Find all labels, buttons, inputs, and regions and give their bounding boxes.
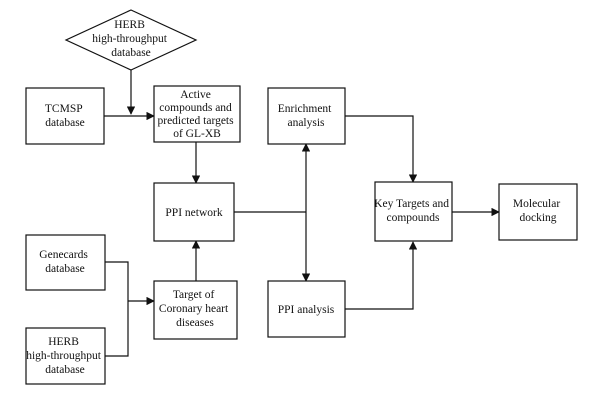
target-line-3: diseases [176,317,214,329]
target-line-2: Coronary heart [159,303,229,315]
svg-text:Active compounds and: Active compounds and predicted targets o… [158,89,237,140]
ppi-network-node: PPI network [153,182,235,242]
active-line-3: predicted targets [158,115,235,127]
enrichment-box [267,87,346,145]
ppi-network-label: PPI network [165,207,222,219]
key-targets-line-1: Key Targets and [374,198,449,210]
ppi-analysis-label: PPI analysis [278,304,335,316]
key-targets-box [374,181,453,242]
svg-text:HERB high-throughput: HERB high-throughput database [26,336,104,376]
herb-bottom-box [25,327,106,385]
line-herb-bottom-to-target [105,301,129,357]
herb-top-line-1: HERB [114,19,145,31]
arrow-enrichment-to-key-targets [345,115,418,183]
svg-text:Genecards database: Genecards database [39,249,90,275]
svg-text:PPI analysis: PPI analysis [278,304,335,316]
enrichment-line-1: Enrichment [278,103,332,115]
genecards-line-2: database [45,263,85,275]
svg-text:HERB high-throughput: HERB high-throughput database [92,19,170,59]
target-chd-node: Target of Coronary heart diseases [153,280,238,340]
docking-line-1: Molecular [513,198,560,210]
enrichment-node: Enrichment analysis [267,87,346,145]
active-line-4: of GL-XB [173,128,221,140]
active-line-1: Active [180,89,211,101]
herb-top-line-2: high-throughput [92,33,168,45]
svg-text:Target of Coronary heart: Target of Coronary heart diseases [159,289,231,329]
target-line-1: Target of [173,289,215,301]
line-genecards-to-target [105,261,129,301]
arrow-ppi-analysis-to-key-targets [345,241,418,310]
tcmsp-line-2: database [45,117,85,129]
molecular-docking-box [498,183,578,241]
herb-bottom-line-3: database [45,364,85,376]
active-compounds-node: Active compounds and predicted targets o… [153,85,241,143]
tcmsp-node: TCMSP database [25,87,105,145]
enrichment-line-2: analysis [287,117,325,129]
active-compounds-box [153,85,241,143]
connectors [104,70,500,357]
active-line-2: compounds and [159,102,232,114]
herb-bottom-line-2: high-throughput [26,350,102,362]
herb-top-line-3: database [111,47,151,59]
tcmsp-line-1: TCMSP [45,103,82,115]
molecular-docking-node: Molecular docking [498,183,578,241]
svg-text:PPI network: PPI network [165,207,222,219]
ppi-analysis-node: PPI analysis [267,280,346,338]
svg-text:Enrichment analysis: Enrichment analysis [278,103,335,129]
svg-text:Key Targets and compound: Key Targets and compounds [374,198,452,224]
key-targets-line-2: compounds [386,212,440,224]
key-targets-node: Key Targets and compounds [374,181,453,242]
genecards-box [25,234,106,291]
tcmsp-box [25,87,105,145]
genecards-line-1: Genecards [39,249,88,261]
herb-bottom-line-1: HERB [48,336,79,348]
ppi-analysis-box [267,280,346,338]
herb-bottom-node: HERB high-throughput database [25,327,106,385]
herb-top-diamond [64,9,198,71]
target-chd-box [153,280,238,340]
genecards-node: Genecards database [25,234,106,291]
svg-text:TCMSP database: TCMSP database [45,103,85,129]
svg-text:Molecular docking: Molecular docking [513,198,563,224]
ppi-network-box [153,182,235,242]
herb-top-node: HERB high-throughput database [64,9,198,71]
docking-line-2: docking [519,212,556,224]
